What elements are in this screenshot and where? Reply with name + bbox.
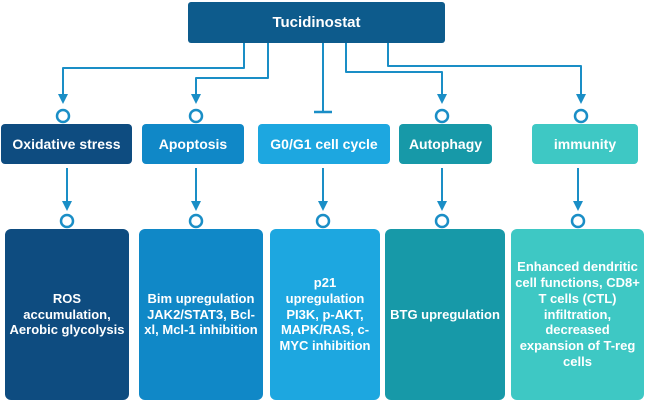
mechanism-node-immunity: immunity xyxy=(532,124,638,164)
connector-node-circle xyxy=(188,213,204,229)
mechanism-node-apoptosis: Apoptosis xyxy=(142,124,244,164)
mechanism-node-cell-cycle: G0/G1 cell cycle xyxy=(258,124,390,164)
mechanism-label: Apoptosis xyxy=(158,136,228,152)
connector-line xyxy=(345,43,447,104)
connector-node-circle xyxy=(570,213,586,229)
outcome-box-oxidative-stress: ROS accumulation, Aerobic glycolysis xyxy=(5,229,129,400)
outcome-box-autophagy: BTG upregulation xyxy=(385,229,505,400)
connector-node-circle xyxy=(59,213,75,229)
connector-line xyxy=(191,43,269,104)
mechanism-label: G0/G1 cell cycle xyxy=(270,136,378,152)
outcome-text: Bim upregulation JAK2/STAT3, Bcl-xl, Mcl… xyxy=(144,290,258,338)
connector-line xyxy=(387,43,586,104)
connector-node-circle xyxy=(188,108,204,124)
outcome-text: BTG upregulation xyxy=(390,306,500,322)
outcome-text: ROS accumulation, Aerobic glycolysis xyxy=(9,290,125,338)
outcome-box-cell-cycle: p21 upregulation PI3K, p-AKT, MAPK/RAS, … xyxy=(270,229,380,400)
outcome-text: p21 upregulation PI3K, p-AKT, MAPK/RAS, … xyxy=(279,274,371,354)
outcome-box-apoptosis: Bim upregulation JAK2/STAT3, Bcl-xl, Mcl… xyxy=(139,229,263,400)
root-label: Tucidinostat xyxy=(272,14,361,31)
connector-line xyxy=(58,43,245,104)
mechanism-node-oxidative-stress: Oxidative stress xyxy=(1,124,132,164)
mechanism-node-autophagy: Autophagy xyxy=(399,124,492,164)
connector-node-circle xyxy=(573,108,589,124)
connector-node-circle xyxy=(434,108,450,124)
connector-node-circle xyxy=(315,213,331,229)
root-node: Tucidinostat xyxy=(188,2,445,43)
mechanism-label: immunity xyxy=(553,136,617,152)
mechanism-label: Oxidative stress xyxy=(12,136,121,152)
connector-node-circle xyxy=(55,108,71,124)
outcome-box-immunity: Enhanced dendritic cell functions, CD8+ … xyxy=(511,229,644,400)
connector-node-circle xyxy=(434,213,450,229)
mechanism-label: Autophagy xyxy=(408,136,483,152)
outcome-text: Enhanced dendritic cell functions, CD8+ … xyxy=(515,258,640,370)
